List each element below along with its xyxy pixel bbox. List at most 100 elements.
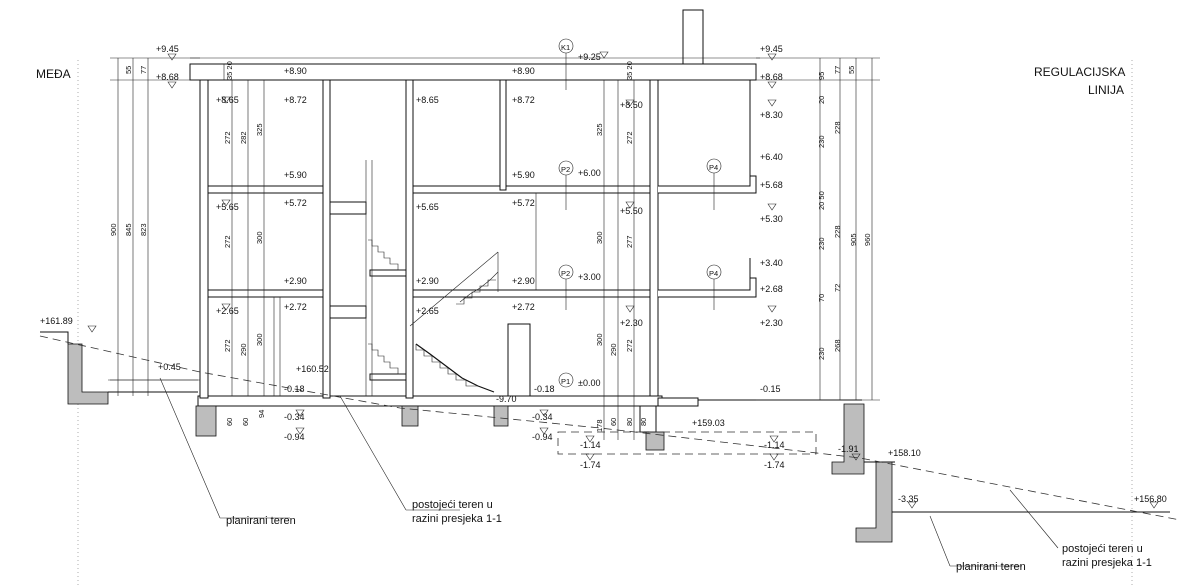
foundation-left [195,405,217,437]
retaining-wall-left [67,343,109,405]
level-018-left: -0.18 [284,384,305,394]
dim-272-e: 272 [625,339,634,352]
level-114-left: -1.14 [580,440,601,450]
dim-77-right: 77 [833,66,842,74]
level-15680: +156.80 [1134,494,1167,504]
dim-325-left: 325 [255,123,264,136]
dim-960: 960 [863,233,872,246]
level-top-left: +9.45 [156,44,179,54]
dim-300-b: 300 [255,333,264,346]
regulacijska-label: REGULACIJSKA [1034,65,1125,79]
level-markers [87,51,1159,509]
level-272-mid: +2.72 [512,302,535,312]
level-868-right: +8.68 [760,72,783,82]
level-550: +5.50 [620,206,643,216]
level-045: +0.45 [158,362,181,372]
level-272-left: +2.72 [284,302,307,312]
level-top-mid: +9.25 [578,52,601,62]
dim-60-b: 60 [241,418,250,426]
level-590-mid: +5.90 [512,170,535,180]
level-590-left: +5.90 [284,170,307,180]
level-290-mid: +2.90 [416,276,439,286]
level-568: +5.68 [760,180,783,190]
wall-mid-upper [499,79,507,191]
level-265-mid: +2.65 [416,306,439,316]
dim-230-a: 230 [817,135,826,148]
dim-845: 845 [124,223,133,236]
dim-77-left: 77 [139,66,148,74]
level-015: -0.15 [760,384,781,394]
level-830: +8.30 [760,110,783,120]
level-970: -9.70 [496,394,517,404]
dimension-texts: 900 845 823 55 77 35 20 272 282 325 272 … [109,61,872,432]
dim-900: 900 [109,223,118,236]
level-890-mid: +8.90 [512,66,535,76]
dim-228-b: 228 [833,225,842,238]
level-572-mid: +5.72 [512,198,535,208]
level-15810: +158.10 [888,448,921,458]
level-890-left: +8.90 [284,66,307,76]
dim-20: 20 [817,96,826,104]
ground-slab [197,395,663,407]
dim-60-c: 60 [609,418,618,426]
dim-325-mid: 325 [595,123,604,136]
level-872-left: +8.72 [284,95,307,105]
dim-300-d: 300 [595,333,604,346]
level-265-left: +2.65 [216,306,239,316]
dim-80-b: 80 [639,418,648,426]
dim-230-c: 230 [817,347,826,360]
level-865-mid: +8.65 [416,95,439,105]
level-865-left: +8.65 [216,95,239,105]
postojeci-teren-right-1: postojeći teren u [1062,543,1143,555]
level-16189: +161.89 [40,316,73,326]
wall-right-inner [649,79,659,397]
level-16052: +160.52 [296,364,329,374]
dim-230-b: 230 [817,237,826,250]
planirani-teren-right: planirani teren [956,561,1026,573]
level-850: +8.50 [620,100,643,110]
dim-80-a: 80 [625,418,634,426]
postojeci-teren-right-2: razini presjeka 1-1 [1062,557,1152,569]
level-640: +6.40 [760,152,783,162]
dim-290-b: 290 [609,343,618,356]
dim-55-right: 55 [847,66,856,74]
dim-95: 95 [817,72,826,80]
dim-272-b: 272 [223,235,232,248]
door-opening [507,323,531,397]
dim-905: 905 [849,233,858,246]
dim-282: 282 [239,131,248,144]
stair-landing-upper [329,201,367,215]
level-094-left: -0.94 [284,432,305,442]
roof-slab [189,63,757,81]
level-290-right: +2.90 [512,276,535,286]
dim-272-d: 272 [625,131,634,144]
dim-55-left: 55 [124,66,133,74]
dim-300-a: 300 [255,231,264,244]
tag-p2-upper: P2 [561,165,570,174]
dim-272-c: 272 [223,339,232,352]
level-572-left: +5.72 [284,198,307,208]
level-268: +2.68 [760,284,783,294]
level-290-left: +2.90 [284,276,307,286]
stair-flight-lower [368,343,406,375]
existing-terrain-line [39,335,1181,521]
wall-stair-left [322,79,331,399]
tag-k1: K1 [561,43,570,52]
planned-terrain-left [40,331,69,344]
slab-floor-1-left [199,289,331,298]
dim-178: 178 [595,419,604,432]
level-texts: +9.45 +9.25 +9.45 +8.68 +8.68 +8.90 +8.9… [40,44,1167,504]
level-174-left: -1.74 [580,460,601,470]
level-340: +3.40 [760,258,783,268]
level-530: +5.30 [760,214,783,224]
level-191: -1.91 [838,444,859,454]
dim-20-50: 20 50 [817,191,826,210]
level-174-right: -1.74 [764,460,785,470]
level-034-left: -0.34 [284,412,305,422]
level-872-mid: +8.72 [512,95,535,105]
linija-label: LINIJA [1088,83,1124,97]
level-094-mid: -0.94 [532,432,553,442]
level-114-right: -1.14 [764,440,785,450]
dim-277: 277 [625,235,634,248]
